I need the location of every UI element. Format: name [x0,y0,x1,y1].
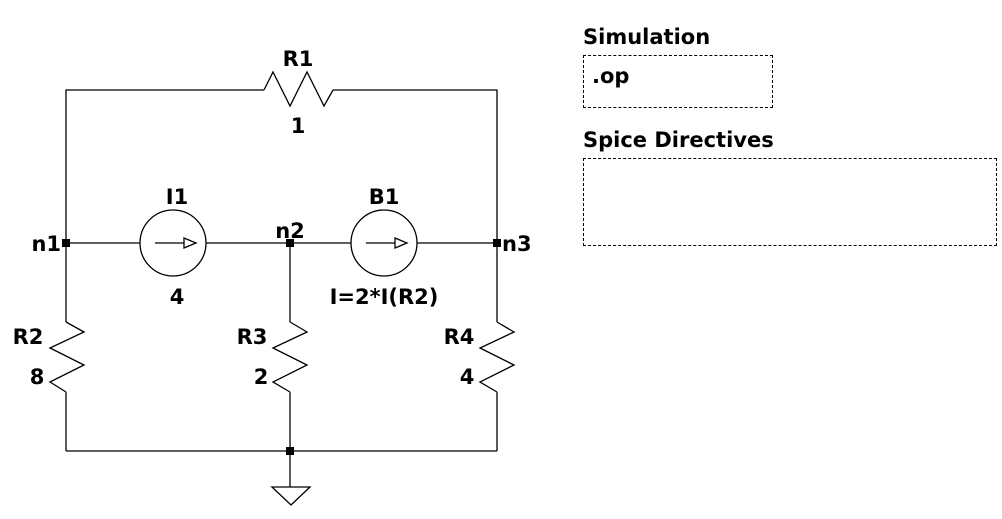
node-n3-junction[interactable] [493,239,501,247]
current-source-i1-icon[interactable] [139,209,207,277]
i1-name-label: I1 [166,185,188,209]
r3-value-label: 2 [254,365,269,389]
b1-name-label: B1 [369,185,400,209]
node-n2-junction[interactable] [286,239,294,247]
simulation-title: Simulation [583,25,711,49]
resistor-r1-icon[interactable] [263,70,334,108]
r1-value-label: 1 [291,114,306,138]
schematic-canvas[interactable]: R1 1 I1 4 B1 I=2*I(R2) R2 8 R3 2 R4 4 n1… [0,0,560,519]
node-n2-label: n2 [275,219,305,243]
ground-icon[interactable] [270,486,312,506]
spice-directives-box[interactable] [583,158,997,246]
resistor-r3-icon[interactable] [271,321,309,393]
r2-value-label: 8 [30,365,45,389]
r4-name-label: R4 [444,325,475,349]
node-gnd-junction[interactable] [286,447,294,455]
spice-directives-title: Spice Directives [583,128,774,152]
r3-name-label: R3 [237,325,268,349]
behavioral-source-b1-icon[interactable] [350,209,418,277]
resistor-r2-icon[interactable] [48,321,86,393]
node-n3-label: n3 [502,232,532,256]
node-n1-junction[interactable] [62,239,70,247]
b1-value-label: I=2*I(R2) [330,285,439,309]
resistor-r4-icon[interactable] [478,321,516,393]
node-n1-label: n1 [31,232,61,256]
r1-name-label: R1 [283,47,314,71]
simulation-command-text: .op [592,64,630,88]
i1-value-label: 4 [170,285,185,309]
wire-top-right [333,89,498,243]
simulation-command-box[interactable]: .op [583,55,773,108]
r4-value-label: 4 [460,365,475,389]
r2-name-label: R2 [13,325,44,349]
wire-top-left [65,89,264,243]
